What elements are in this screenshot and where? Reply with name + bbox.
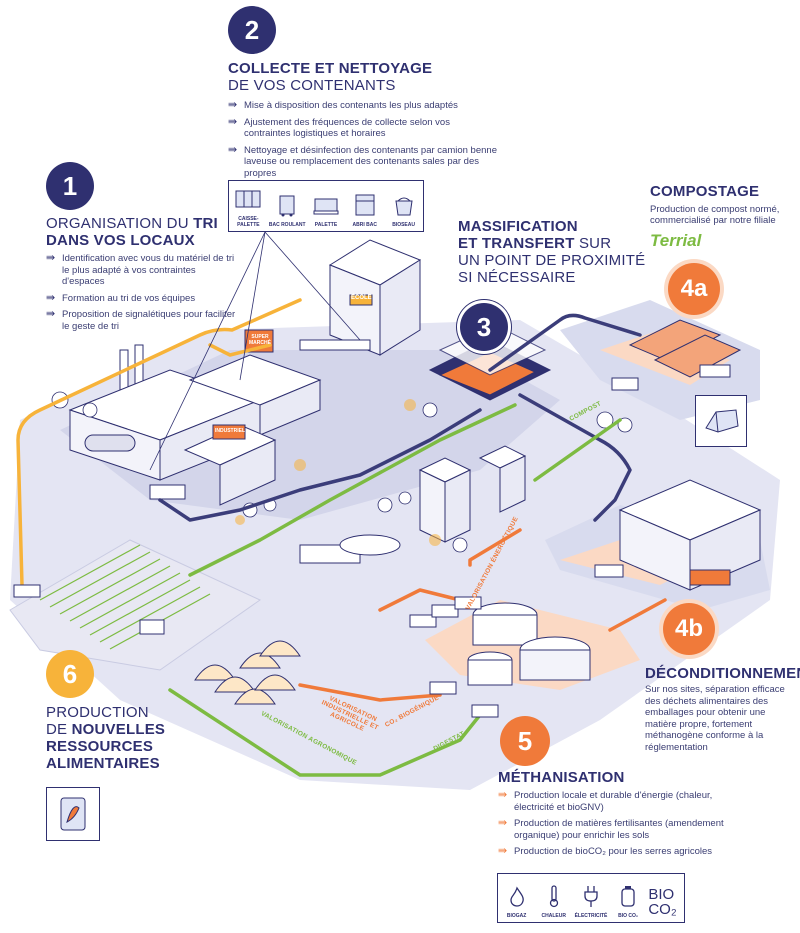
container-item: PALETTE <box>307 193 345 228</box>
step-2-title: COLLECTE ET NETTOYAGE DE VOS CONTENANTS <box>228 60 432 94</box>
step-4a-badge: 4a <box>668 263 720 315</box>
step-4a-title: COMPOSTAGE <box>650 183 760 200</box>
step-1-title-rest: ORGANISATION DU <box>46 215 189 232</box>
container-item: CAISSE-PALETTE <box>229 187 267 228</box>
abri-bac-icon <box>355 194 375 216</box>
market-sign: SUPER MARCHÉ <box>249 334 271 346</box>
bioseau-icon <box>395 197 413 216</box>
step-6-title-rest1: PRODUCTION <box>46 704 149 721</box>
caisse-palette-icon <box>235 190 261 208</box>
output-label: ÉLECTRICITÉ <box>574 913 608 919</box>
step-5-bullets: Production locale et durable d'énergie (… <box>498 789 738 863</box>
step-1-bullet: Identification avec vous du matériel de … <box>46 252 236 288</box>
school-building <box>299 239 422 356</box>
step-6-badge: 6 <box>46 650 94 698</box>
step-5-bullet: Production de bioCO₂ pour les serres agr… <box>498 845 738 858</box>
step-1-title-bold1: TRI <box>193 215 218 232</box>
co2-text: CO₂ <box>648 901 677 918</box>
methanisation-site <box>467 602 591 686</box>
container-label: BAC ROULANT <box>268 222 306 228</box>
step-2-title-bold: COLLECTE ET NETTOYAGE <box>228 60 433 77</box>
output-item: BIO CO₂ <box>611 884 645 919</box>
container-item: BIOSEAU <box>385 195 423 228</box>
energy-outputs-box: BIOGAZ CHALEUR ÉLECTRICITÉ BIO CO₂ BIO C… <box>497 873 685 923</box>
output-label: BIOGAZ <box>506 913 527 919</box>
step-3-title-rest1: SUR <box>578 235 612 252</box>
step-1-title: ORGANISATION DU TRI DANS VOS LOCAUX <box>46 215 218 249</box>
step-6-title-bold2: RESSOURCES <box>46 738 154 755</box>
step-4a-desc: Production de compost normé, commerciali… <box>650 204 780 226</box>
step-1-badge: 1 <box>46 162 94 210</box>
output-item: ÉLECTRICITÉ <box>574 884 608 919</box>
container-label: ABRI BAC <box>352 222 377 228</box>
step-1-bullet: Formation au tri de vos équipes <box>46 292 236 305</box>
container-item: ABRI BAC <box>346 191 384 228</box>
thermometer-icon <box>549 885 558 908</box>
bac-roulant-icon <box>279 195 295 217</box>
bio-text: BIO <box>648 886 675 903</box>
industrial-buildings <box>68 329 322 506</box>
step-4b-desc: Sur nos sites, séparation efficace des d… <box>645 684 785 753</box>
bio-co2-mark: BIO CO₂ <box>648 887 682 917</box>
co2-tank-icon <box>621 886 635 907</box>
step-2-bullets: Mise à disposition des contenants les pl… <box>228 99 498 184</box>
step-3-title-rest2: UN POINT DE PROXIMITÉ <box>458 252 646 269</box>
step-6-title: PRODUCTION DE NOUVELLES RESSOURCES ALIME… <box>46 704 165 772</box>
step-2-bullet: Ajustement des fréquences de collecte se… <box>228 116 498 140</box>
container-item: BAC ROULANT <box>268 193 306 228</box>
step-6-title-bold1: NOUVELLES <box>71 721 166 738</box>
step-3-title-bold2: ET TRANSFERT <box>458 235 575 252</box>
step-6-title-rest2: DE <box>46 721 68 738</box>
step-2-bullet: Mise à disposition des contenants les pl… <box>228 99 498 112</box>
step-3-title-rest3: SI NÉCESSAIRE <box>458 269 576 286</box>
step-5-bullet: Production locale et durable d'énergie (… <box>498 789 738 813</box>
output-item: CHALEUR <box>537 884 571 919</box>
step-6-title-bold3: ALIMENTAIRES <box>46 755 160 772</box>
step-4b-title: DÉCONDITIONNEMENT <box>645 665 800 682</box>
output-label: CHALEUR <box>541 913 566 919</box>
compost-site <box>628 319 742 378</box>
deconditioning-plant <box>594 479 762 591</box>
industry-sign: INDUSTRIEL <box>215 428 245 434</box>
plug-icon <box>584 886 598 907</box>
step-5-badge: 5 <box>500 716 550 766</box>
step-1-bullets: Identification avec vous du matériel de … <box>46 252 236 337</box>
output-item: BIOGAZ <box>500 886 534 919</box>
compost-bag-icon <box>695 395 747 447</box>
step-2-badge: 2 <box>228 6 276 54</box>
container-label: CAISSE-PALETTE <box>237 216 260 228</box>
step-2-bullet: Nettoyage et désinfection des contenants… <box>228 144 498 180</box>
step-5-title: MÉTHANISATION <box>498 769 625 786</box>
step-1-bullet: Proposition de signalétiques pour facili… <box>46 308 236 332</box>
step-3-title: MASSIFICATION ET TRANSFERT SUR UN POINT … <box>458 218 645 286</box>
palette-icon <box>313 198 339 215</box>
step-1-title-bold2: DANS VOS LOCAUX <box>46 232 195 249</box>
step-2-title-rest: DE VOS CONTENANTS <box>228 77 396 94</box>
output-label: BIO CO₂ <box>618 913 639 919</box>
containers-box: CAISSE-PALETTE BAC ROULANT PALETTE ABRI … <box>228 180 424 232</box>
school-sign: ÉCOLE <box>351 295 372 301</box>
food-box-icon <box>46 787 100 841</box>
container-label: PALETTE <box>314 222 338 228</box>
container-label: BIOSEAU <box>392 222 415 228</box>
flame-icon <box>509 886 524 907</box>
step-4b-badge: 4b <box>663 603 715 655</box>
terrial-logo: Terrial <box>650 231 702 250</box>
step-3-badge: 3 <box>460 303 508 351</box>
step-3-title-bold1: MASSIFICATION <box>458 218 578 235</box>
step-5-bullet: Production de matières fertilisantes (am… <box>498 817 738 841</box>
city-buildings <box>299 445 527 564</box>
